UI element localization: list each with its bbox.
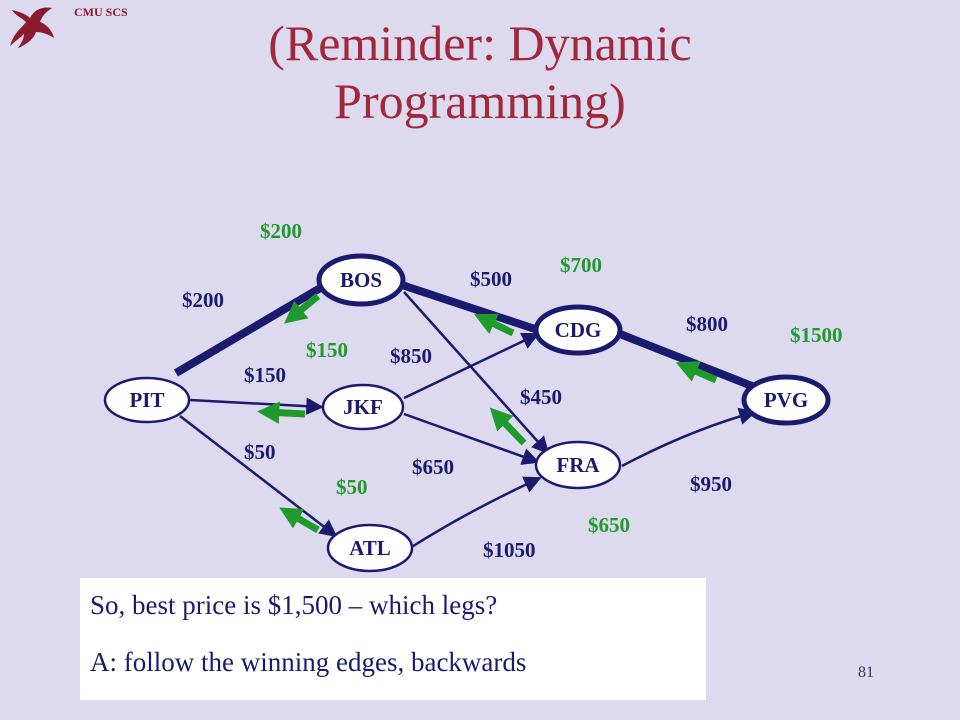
edge-fra-pvg [621, 407, 757, 468]
svg-text:JKF: JKF [343, 395, 383, 419]
backtrack-arrow [489, 407, 527, 446]
node-bos: BOS [316, 253, 406, 307]
price-jkf-fra: $650 [412, 455, 454, 479]
svg-text:PIT: PIT [129, 388, 164, 412]
backtrack-arrow [257, 401, 306, 424]
backtrack-arrow [279, 507, 320, 534]
price-extra-450: $450 [520, 385, 562, 409]
slide-number: 81 [858, 664, 874, 681]
slide-title: (Reminder: Dynamic Programming) [268, 15, 692, 129]
cost-cdg: $700 [560, 253, 602, 277]
price-cdg-pvg: $800 [686, 312, 728, 336]
svg-text:ATL: ATL [349, 536, 391, 560]
node-fra: FRA [534, 440, 622, 490]
node-pvg: PVG [741, 374, 831, 426]
org-label: CMU SCS [74, 5, 128, 19]
svg-text:CDG: CDG [555, 318, 602, 342]
cmu-dragon-logo [4, 2, 58, 54]
price-bos-cdg: $500 [470, 267, 512, 291]
edge-pit-jkf [189, 397, 324, 415]
edge-jkf-cdg [403, 332, 540, 400]
price-jkf-cdg: $850 [390, 344, 432, 368]
answer-box: So, best price is $1,500 – which legs? A… [80, 578, 706, 700]
node-pit: PIT [103, 376, 191, 424]
price-atl-fra: $1050 [483, 538, 536, 562]
backtrack-arrow [473, 313, 515, 337]
edge-bos-fra [403, 291, 550, 455]
edge-jkf-fra [403, 412, 540, 465]
svg-text:FRA: FRA [556, 453, 600, 477]
answer-response: A: follow the winning edges, backwards [90, 647, 527, 677]
cost-jkf: $150 [306, 338, 348, 362]
node-cdg: CDG [533, 304, 623, 356]
node-jkf: JKF [321, 383, 405, 431]
cost-atl: $50 [336, 475, 368, 499]
price-pit-jkf: $150 [244, 363, 286, 387]
backtrack-arrow [284, 293, 321, 324]
edge-atl-fra [409, 476, 542, 550]
edge-bos-cdg [400, 281, 540, 334]
edge-cdg-pvg [618, 330, 754, 390]
svg-text:BOS: BOS [340, 268, 382, 292]
price-pit-bos: $200 [182, 288, 224, 312]
svg-text:PVG: PVG [764, 388, 808, 412]
edge-pit-atl [179, 415, 338, 538]
answer-question: So, best price is $1,500 – which legs? [90, 590, 498, 620]
cost-pvg: $1500 [790, 323, 843, 347]
price-pit-atl: $50 [244, 440, 276, 464]
backtrack-arrow [675, 361, 718, 384]
cost-fra: $650 [588, 513, 630, 537]
price-fra-pvg: $950 [690, 472, 732, 496]
cost-bos: $200 [260, 219, 302, 243]
node-atl: ATL [326, 523, 414, 573]
